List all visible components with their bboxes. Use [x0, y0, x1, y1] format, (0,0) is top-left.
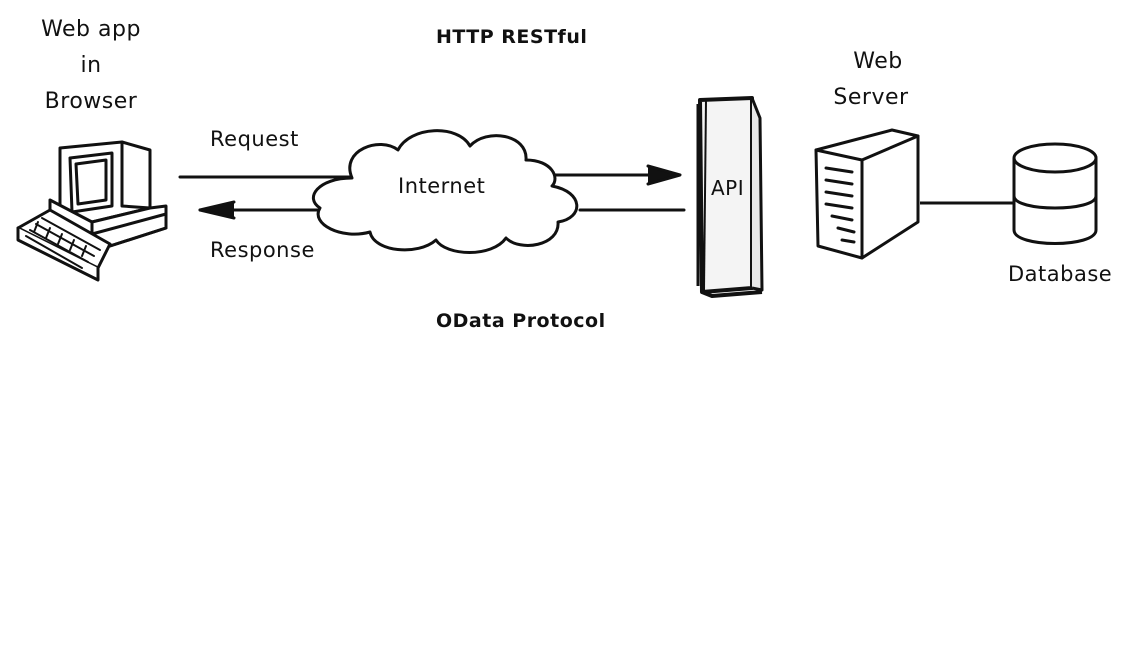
api-label: API [711, 176, 745, 200]
internet-label: Internet [398, 174, 486, 198]
browser-label-line1: Web app [41, 17, 141, 42]
server-label-line2: Server [833, 85, 909, 110]
browser-label-line3: Browser [44, 89, 138, 114]
request-label: Request [210, 127, 299, 151]
browser-label-line2: in [80, 53, 102, 78]
protocol-top-label: HTTP RESTful [436, 26, 588, 48]
response-arrow [198, 200, 686, 220]
server-icon [814, 128, 920, 260]
database-label: Database [1008, 262, 1113, 286]
protocol-bottom-label: OData Protocol [436, 310, 606, 332]
server-label-line1: Web [853, 49, 903, 74]
browser-label: Web app in Browser [30, 12, 152, 120]
database-icon [1012, 142, 1098, 245]
response-label: Response [210, 238, 315, 262]
computer-icon [16, 140, 168, 282]
server-label: Web Server [812, 44, 930, 116]
internet-cloud [312, 129, 579, 254]
request-arrow [178, 164, 682, 186]
api-box [696, 96, 764, 298]
